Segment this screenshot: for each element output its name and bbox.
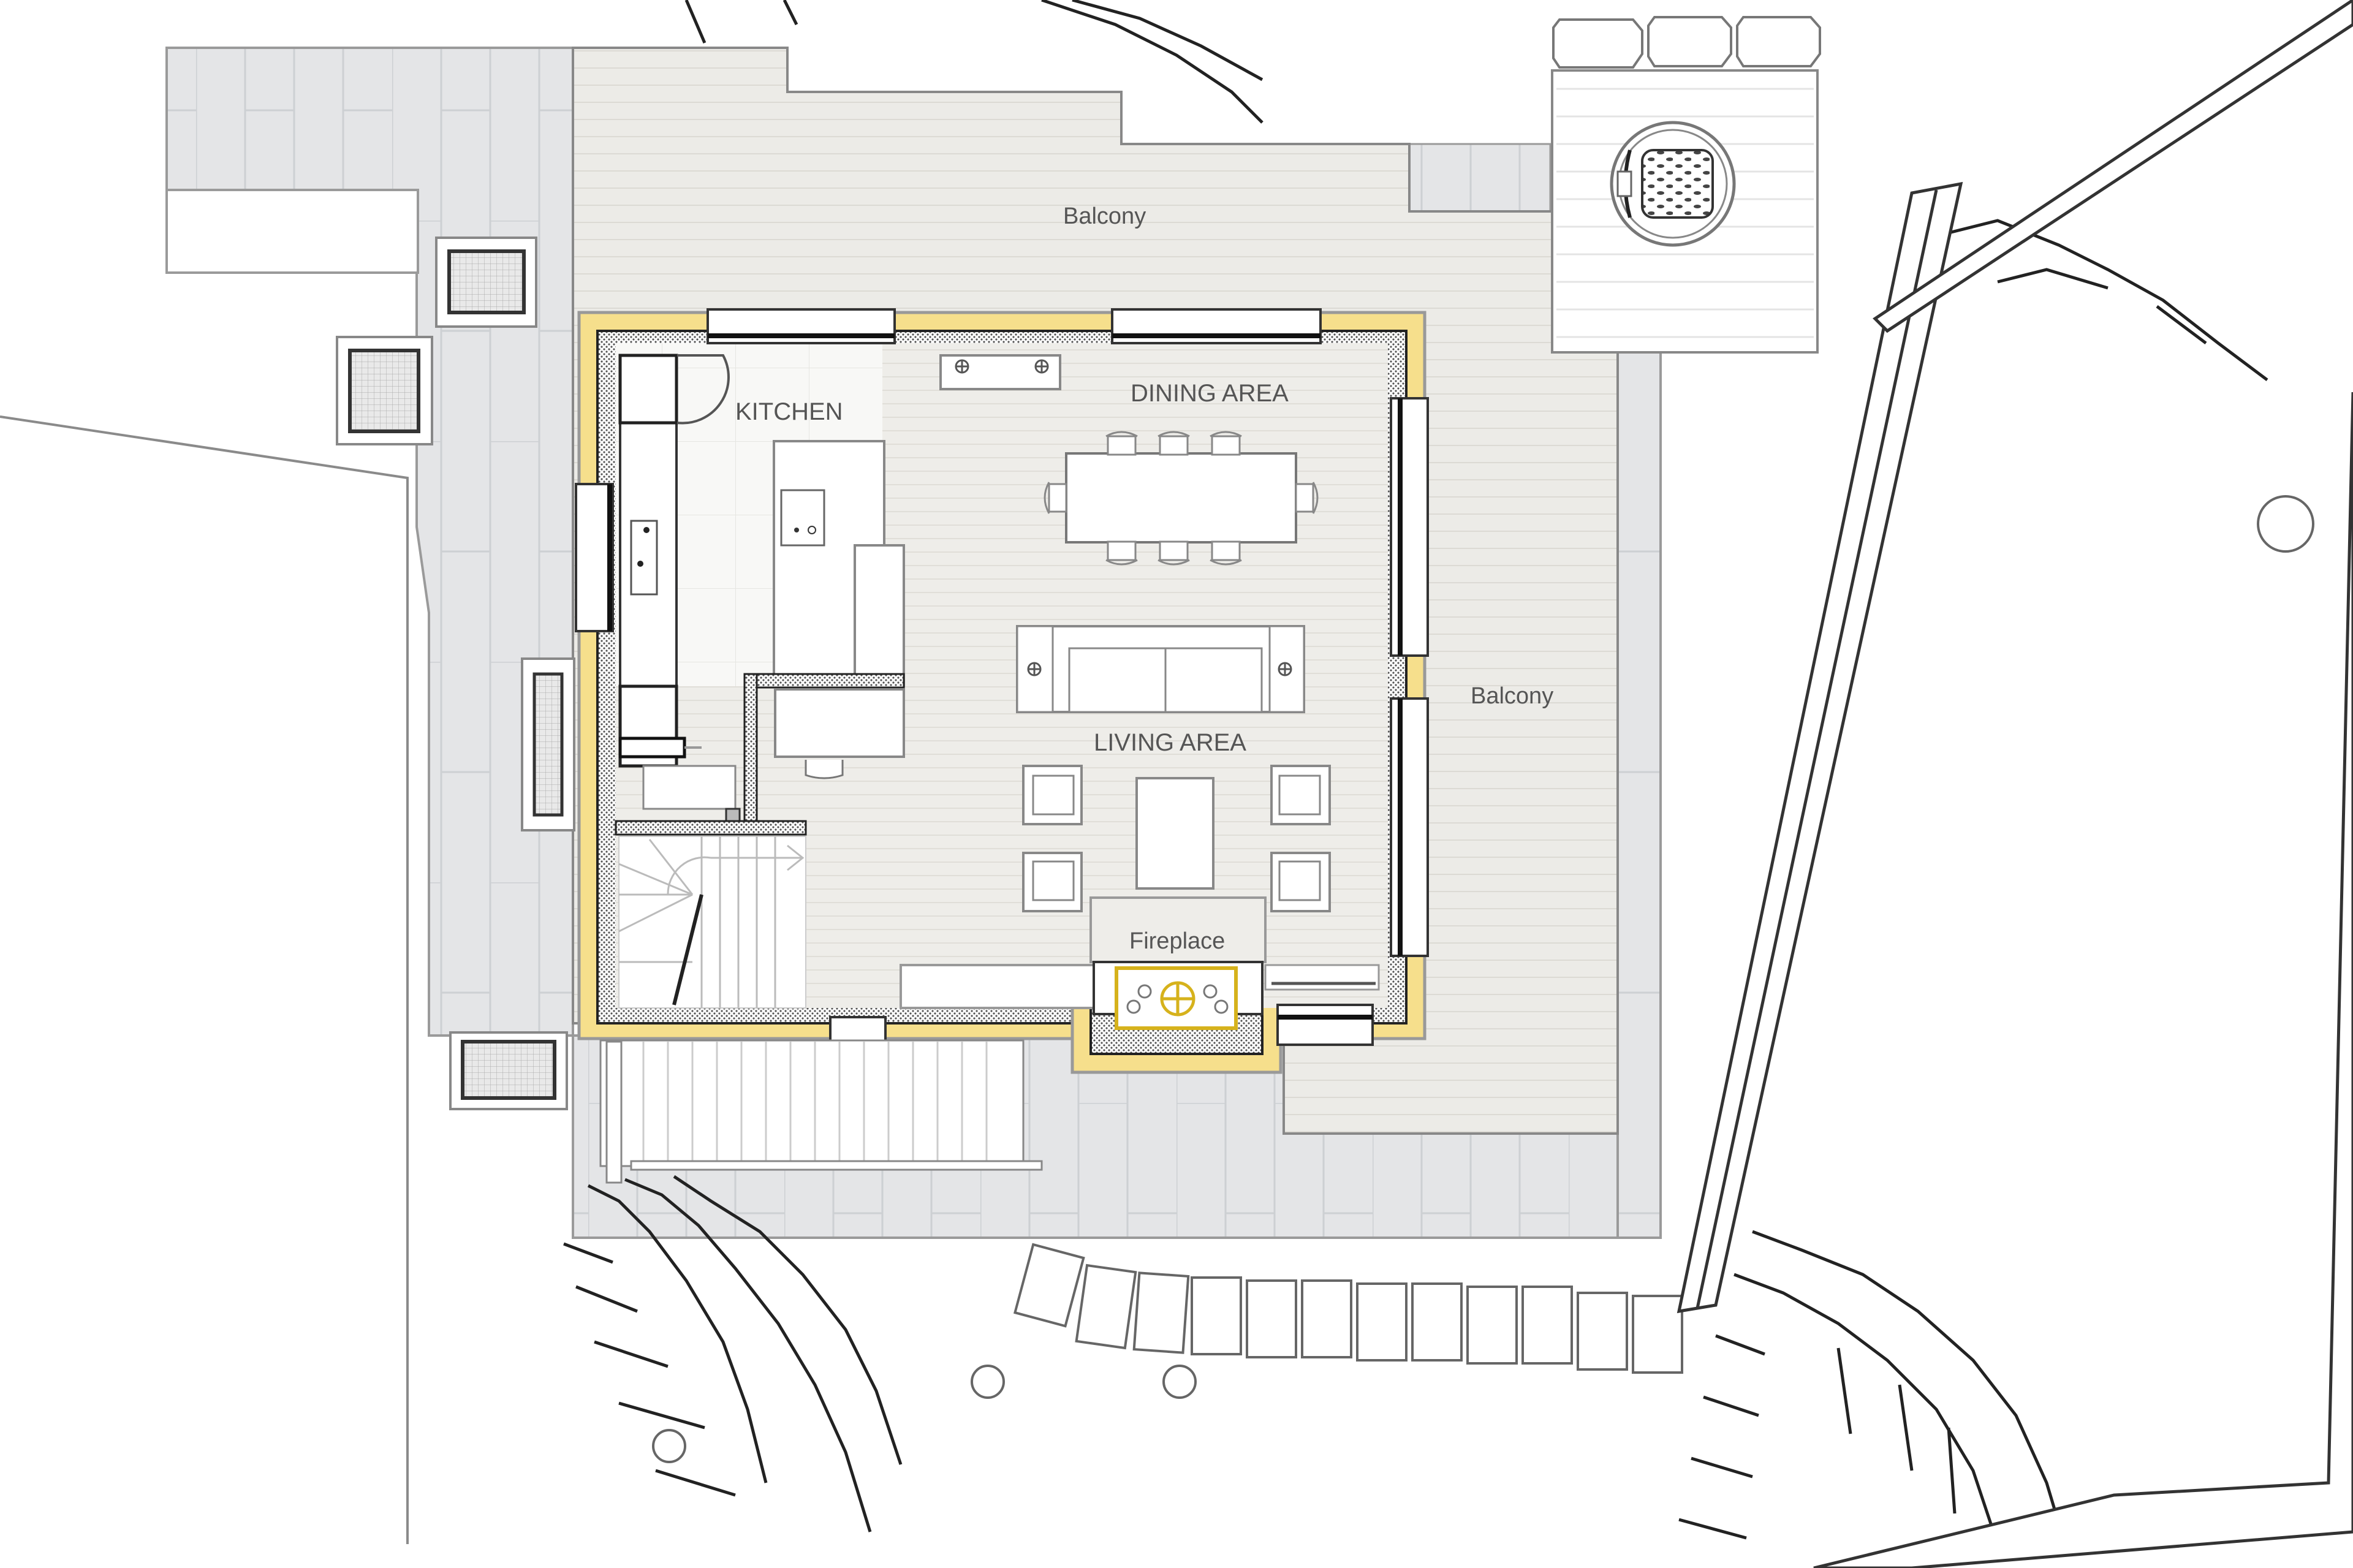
planter-grate (435, 237, 537, 328)
side-window-grate (521, 657, 575, 831)
planter-box (1736, 16, 1821, 67)
property-line (0, 415, 409, 1544)
fireplace (1089, 896, 1267, 1030)
room-label-balcony-east: Balcony (1471, 683, 1553, 709)
garden-lights (652, 495, 2314, 1463)
planter-box (1552, 18, 1643, 69)
room-label-living: LIVING AREA (1094, 729, 1246, 756)
planter-box (1647, 16, 1732, 67)
room-label-fireplace: Fireplace (1129, 928, 1225, 954)
outdoor-fan-steps-top (684, 0, 2268, 381)
diagonal-wall (1677, 0, 2353, 1568)
dining-chairs (1044, 431, 1319, 566)
room-label-balcony-north: Balcony (1063, 203, 1146, 229)
garden-stepping-stones (1013, 1243, 1683, 1374)
fireplace-burner-icon (1160, 981, 1195, 1017)
outdoor-fan-steps (563, 1175, 2067, 1545)
kitchen (618, 354, 905, 835)
hot-tub-icon (1610, 121, 1736, 247)
outlet-icon (955, 359, 1049, 374)
kitchen-sink (630, 520, 658, 596)
sofa (1016, 625, 1305, 713)
staircase (618, 836, 806, 1009)
armchairs (1022, 765, 1331, 912)
hot-tub-deck (1551, 16, 1821, 354)
room-label-dining: DINING AREA (1131, 380, 1289, 407)
entry-steps (599, 1039, 1043, 1184)
coffee-table (1135, 777, 1214, 890)
planter-grate (449, 1031, 568, 1110)
dining-area (939, 354, 1319, 566)
tv-console (900, 964, 1095, 1009)
windows (575, 308, 1429, 1055)
door-swing (676, 354, 730, 425)
planter-grate (336, 336, 433, 445)
interior-wall (615, 820, 807, 836)
room-label-kitchen: KITCHEN (735, 398, 843, 425)
dining-table (1065, 452, 1297, 543)
